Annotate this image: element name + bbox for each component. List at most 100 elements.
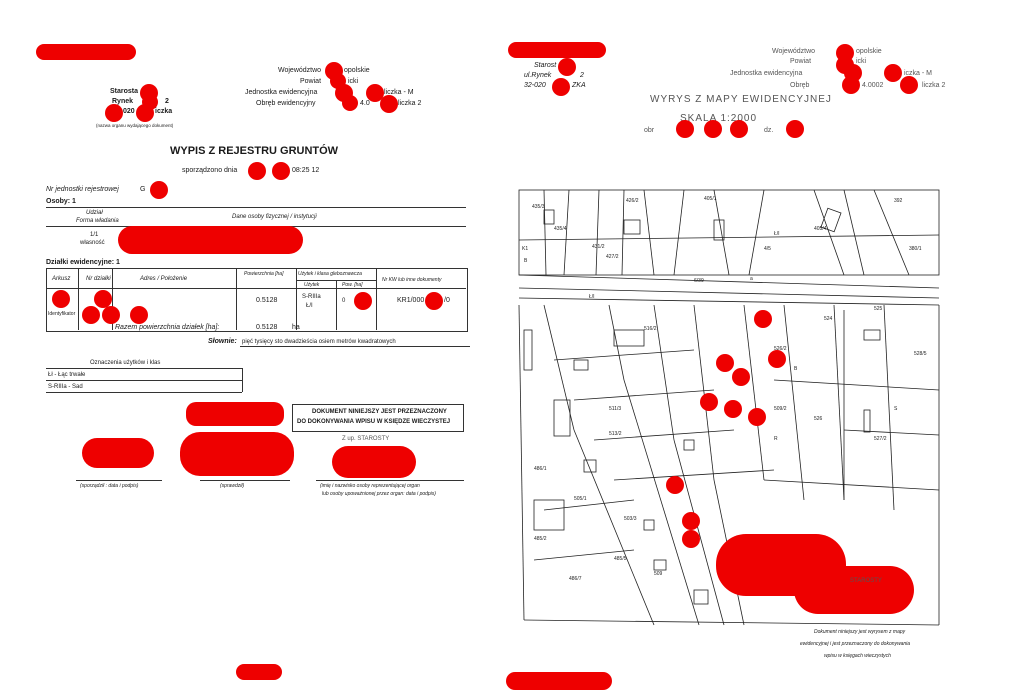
parcel-label: 524 — [824, 316, 833, 322]
redaction — [884, 64, 902, 82]
signature-caption: (sporządził : data i podpis) — [80, 483, 139, 489]
in-words-label: Słownie: — [208, 338, 237, 345]
parcel-label: 526 — [814, 416, 823, 422]
parcel-label: 435/3 — [532, 204, 545, 210]
parcel-label: 513/2 — [609, 431, 622, 437]
voivodeship-label: Województwo — [772, 48, 816, 55]
parcel-label: B — [524, 258, 528, 264]
parcel-label: 503/3 — [624, 516, 637, 522]
redaction — [102, 306, 120, 324]
parcel-label: 405/1 — [704, 196, 717, 202]
parcel-area: 0.5128 — [256, 297, 278, 304]
redaction — [768, 350, 786, 368]
office-street-number: 2 — [580, 72, 584, 79]
redaction — [180, 432, 294, 476]
land-register-no: KR1/000 — [397, 297, 425, 304]
redaction — [786, 120, 804, 138]
redaction — [425, 292, 443, 310]
parcel-label: 485/2 — [534, 536, 547, 542]
parcel-label: 516/2 — [644, 326, 657, 332]
col-address: Adres / Położenie — [140, 276, 188, 282]
parcel-label: S — [894, 406, 898, 412]
map-note: Dokument niniejszy jest wyrysem z mapy — [814, 629, 906, 635]
parcel-label: 485/5 — [614, 556, 627, 562]
redaction — [842, 76, 860, 94]
date-time: 08:25 12 — [292, 167, 320, 174]
parcel-label: Ł/I — [774, 231, 780, 237]
parcel-label: 405/4 — [814, 226, 827, 232]
redaction — [130, 306, 148, 324]
parcel-label: 6/39 — [694, 278, 704, 284]
redaction — [82, 438, 154, 468]
legend-item: S-RIIIa - Sad — [48, 384, 83, 390]
redaction — [118, 226, 303, 254]
redaction — [506, 672, 612, 690]
unit-value: iczka - M — [904, 70, 932, 77]
redaction — [700, 393, 718, 411]
parcel-label: K1 — [522, 246, 528, 252]
parcel-label: 427/2 — [606, 254, 619, 260]
col-kw: Nr KW lub inne dokumenty — [382, 277, 442, 283]
office-street-number: 2 — [165, 98, 169, 105]
redaction — [332, 446, 416, 478]
parcel-label: 431/2 — [592, 244, 605, 250]
map-extract-page: Starost ul.Rynek 2 32-020 ZKA Województw… — [494, 0, 1024, 696]
map-note: wpisu w księgach wieczystych — [824, 653, 891, 659]
redaction — [716, 354, 734, 372]
parcel-label: a — [750, 276, 753, 282]
land-register-suffix: /0 — [444, 297, 450, 304]
owner-form: własność — [80, 240, 105, 246]
county-label: Powiat — [300, 78, 322, 85]
legend-item: Łł - Łąc trwałe — [48, 372, 86, 378]
parcel-label: 527/2 — [874, 436, 887, 442]
redaction — [150, 181, 168, 199]
redaction — [794, 566, 914, 614]
persons-count: Osoby: 1 — [46, 198, 76, 205]
redaction — [730, 120, 748, 138]
county-value: icki — [856, 58, 867, 65]
voivodeship-value: opolskie — [344, 67, 370, 74]
redaction — [558, 58, 576, 76]
col-sheet: Arkusz — [52, 276, 71, 282]
parcel-short: dz. — [764, 127, 774, 134]
col-share: Udział — [86, 210, 103, 216]
register-unit-value: G — [140, 186, 146, 193]
parcel-label: 526/2 — [774, 346, 787, 352]
redaction — [380, 95, 398, 113]
parcel-label: 528/5 — [914, 351, 927, 357]
parcel-use-2: Ł/I — [306, 303, 313, 309]
starosta-stamp: Z up. STAROSTY — [342, 436, 390, 442]
legend-title: Oznaczenia użytków i klas — [90, 360, 161, 366]
redaction — [732, 368, 750, 386]
redaction — [105, 104, 123, 122]
parcel-use-1: S-RIIIa — [302, 294, 321, 300]
parcel-label: B — [794, 366, 798, 372]
redaction — [248, 162, 266, 180]
office-postal: 32-020 — [524, 82, 546, 89]
redaction — [36, 44, 136, 60]
office-note: (nazwa organu wydającego dokument) — [96, 123, 174, 128]
redaction — [94, 290, 112, 308]
redaction — [236, 664, 282, 680]
total-area-unit: ha — [292, 324, 300, 331]
identifier-label: Identyfikator — [48, 311, 76, 317]
parcel-label: 486/7 — [569, 576, 582, 582]
parcel-label: 511/3 — [609, 406, 621, 412]
unit-label: Jednostka ewidencyjna — [730, 70, 803, 77]
parcel-label: R — [774, 436, 778, 442]
parcel-label: 525 — [874, 306, 883, 312]
redaction — [272, 162, 290, 180]
col-area: Powierzchnia [ha] — [244, 271, 284, 277]
in-words-value: pięć tysięcy sto dwadzieścia osiem metró… — [242, 339, 396, 345]
parcel-label: 426/2 — [626, 198, 639, 204]
precinct-number: 4.0002 — [862, 82, 884, 89]
redaction — [900, 76, 918, 94]
unit-value: liczka - M — [384, 89, 414, 96]
office-street: ul.Rynek — [524, 72, 552, 79]
register-unit-label: Nr jednostki rejestrowej — [46, 186, 119, 193]
redaction — [136, 104, 154, 122]
signature-caption: lub osoby upoważnionej przez organ: data… — [322, 491, 436, 497]
date-label: sporządzono dnia — [182, 167, 238, 174]
redaction — [354, 292, 372, 310]
